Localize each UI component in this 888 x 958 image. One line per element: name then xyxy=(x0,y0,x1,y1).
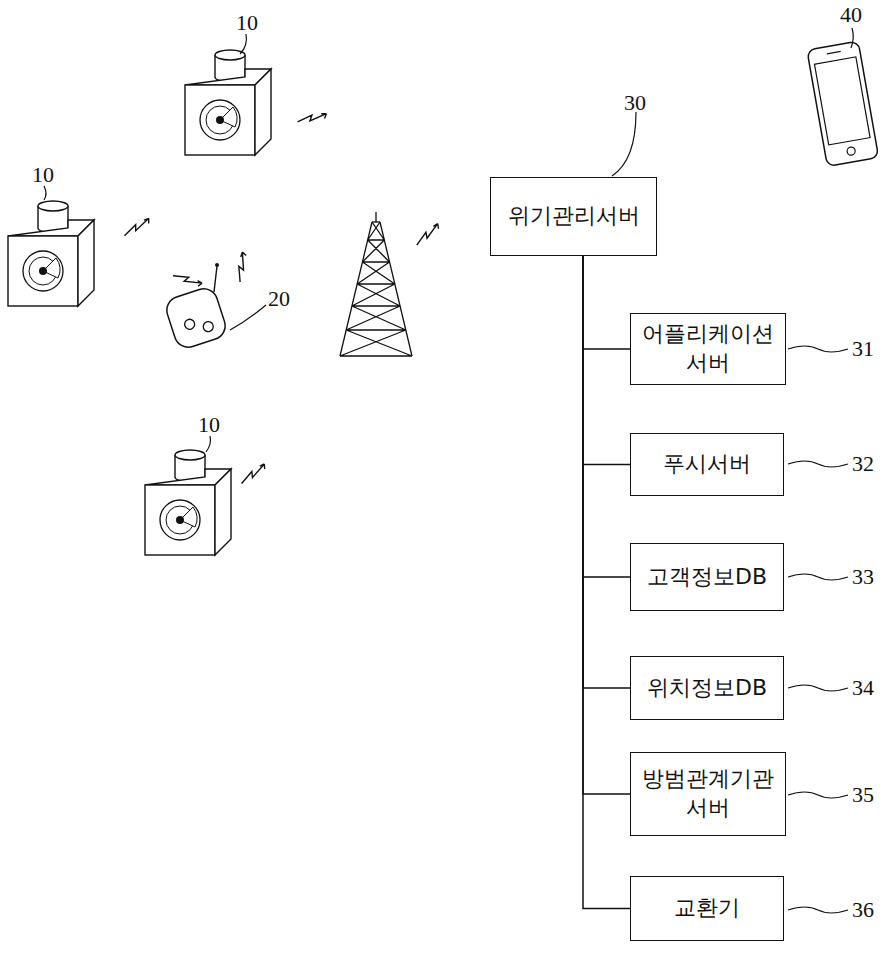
box-label: 어플리케이션 서버 xyxy=(639,320,777,377)
server-box: 고객정보DB xyxy=(630,543,784,611)
remote-control xyxy=(163,263,229,351)
smartphone xyxy=(807,41,879,166)
bus-connector xyxy=(583,256,630,794)
box-label: 교환기 xyxy=(674,894,740,923)
box-label: 푸시서버 xyxy=(663,450,751,479)
signal-bolt xyxy=(122,109,442,484)
callout-number: 31 xyxy=(852,338,874,360)
box-label: 위치정보DB xyxy=(647,674,767,703)
callout-number: 40 xyxy=(840,4,862,26)
callout-number: 33 xyxy=(852,566,874,588)
alarm-device xyxy=(8,50,271,555)
box-label: 고객정보DB xyxy=(647,563,767,592)
bus-connector xyxy=(583,256,630,688)
box-label: 위기관리서버 xyxy=(508,202,640,231)
server-box: 위치정보DB xyxy=(630,656,784,720)
callout-number: 20 xyxy=(268,288,290,310)
box-label: 방범관계기관 서버 xyxy=(639,765,777,822)
callout-number: 10 xyxy=(198,414,220,436)
server-box: 푸시서버 xyxy=(630,433,784,496)
callout-number: 35 xyxy=(852,784,874,806)
server-box: 교환기 xyxy=(630,876,784,941)
server-box: 위기관리서버 xyxy=(490,177,657,256)
bus-connector xyxy=(583,256,630,577)
server-box: 방범관계기관 서버 xyxy=(630,752,786,836)
callout-number: 10 xyxy=(236,12,258,34)
bus-connector xyxy=(583,256,630,465)
server-box: 어플리케이션 서버 xyxy=(630,313,786,385)
antenna-tower xyxy=(340,212,412,356)
callout-number: 36 xyxy=(852,899,874,921)
bus-connector xyxy=(583,256,630,909)
callout-number: 30 xyxy=(624,92,646,114)
leader-line xyxy=(44,28,853,913)
bus-connector xyxy=(583,256,630,349)
callout-number: 34 xyxy=(852,677,874,699)
callout-number: 10 xyxy=(32,164,54,186)
callout-number: 32 xyxy=(852,453,874,475)
